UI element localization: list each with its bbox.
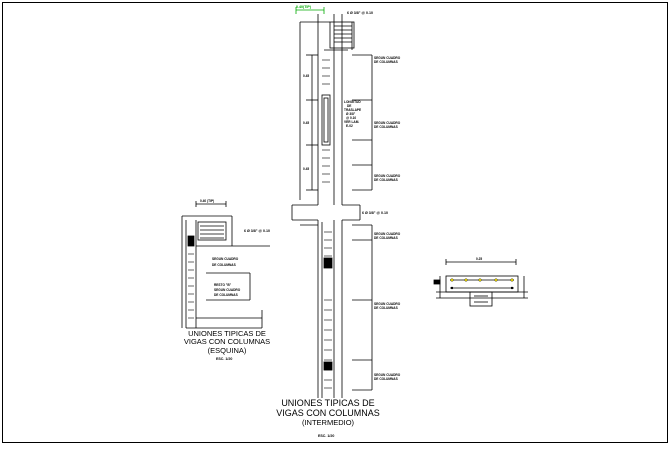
segun-label-5a: SEGUN CUADRO [374,302,401,306]
intermedio-detail [291,7,373,398]
segun-label-1a: SEGUN CUADRO [374,56,401,60]
dim-left-2: 0.45 [303,121,309,125]
main-title-line-3: (INTERMEDIO) [302,418,355,427]
longitud-label-2: DE [347,104,351,108]
esquina-detail [181,201,270,329]
segun-label-3b: DE COLUMNAS [374,178,398,182]
longitud-label-6: VER LAM. [344,120,359,124]
segun-label-5b: DE COLUMNAS [374,306,398,310]
mid-rebar-label: 6 Ø 3/8" @ 0.10 [362,211,388,215]
side-rebar-label: 6 Ø 3/8" @ 0.10 [244,229,270,233]
sheet-border [2,2,668,443]
corner-scale: ESC. 1/20 [216,357,232,361]
longitud-label-5: @ 0.10 [346,116,356,120]
segun-label-3a: SEGUN CUADRO [374,174,401,178]
corner-top-dimension: 0.40 (TIP) [200,199,214,203]
section-rebar-dots [450,278,514,290]
corner-resto-b: SEGUN CUADRO [214,288,241,292]
section-top-dimension: 0.25 [476,257,482,261]
corner-title-line-3: (ESQUINA) [208,346,247,355]
longitud-label-4: Ø 3/8" [346,112,356,116]
main-title-line-2: VIGAS CON COLUMNAS [276,408,380,418]
segun-label-1b: DE COLUMNAS [374,60,398,64]
section-detail [433,259,528,307]
dim-left-3: 0.45 [303,167,309,171]
corner-resto-c: DE COLUMNAS [214,293,238,297]
corner-resto-a: RESTO "B" [214,283,232,287]
top-rebar-label: 6 Ø 3/8" @ 0.10 [347,11,373,15]
corner-segun-a: SEGUN CUADRO [212,257,239,261]
segun-label-4b: DE COLUMNAS [374,236,398,240]
main-title-line-1: UNIONES TIPICAS DE [281,398,374,408]
longitud-label-1: LONGITUD [344,100,361,104]
corner-title-line-2: VIGAS CON COLUMNAS [184,337,270,346]
main-scale: ESC. 1/20 [318,434,334,438]
segun-label-4a: SEGUN CUADRO [374,232,401,236]
segun-label-6a: SEGUN CUADRO [374,373,401,377]
segun-label-6b: DE COLUMNAS [374,377,398,381]
longitud-label-7: E-02 [346,124,353,128]
corner-segun-b: DE COLUMNAS [212,263,236,267]
segun-label-2a: SEGUN CUADRO [374,121,401,125]
dim-left-1: 0.45 [303,74,309,78]
top-green-dimension: 0.40(TIP) [296,5,312,9]
segun-label-2b: DE COLUMNAS [374,125,398,129]
longitud-label-3: TRASLAPE [344,108,361,112]
corner-title-line-1: UNIONES TIPICAS DE [188,329,266,338]
